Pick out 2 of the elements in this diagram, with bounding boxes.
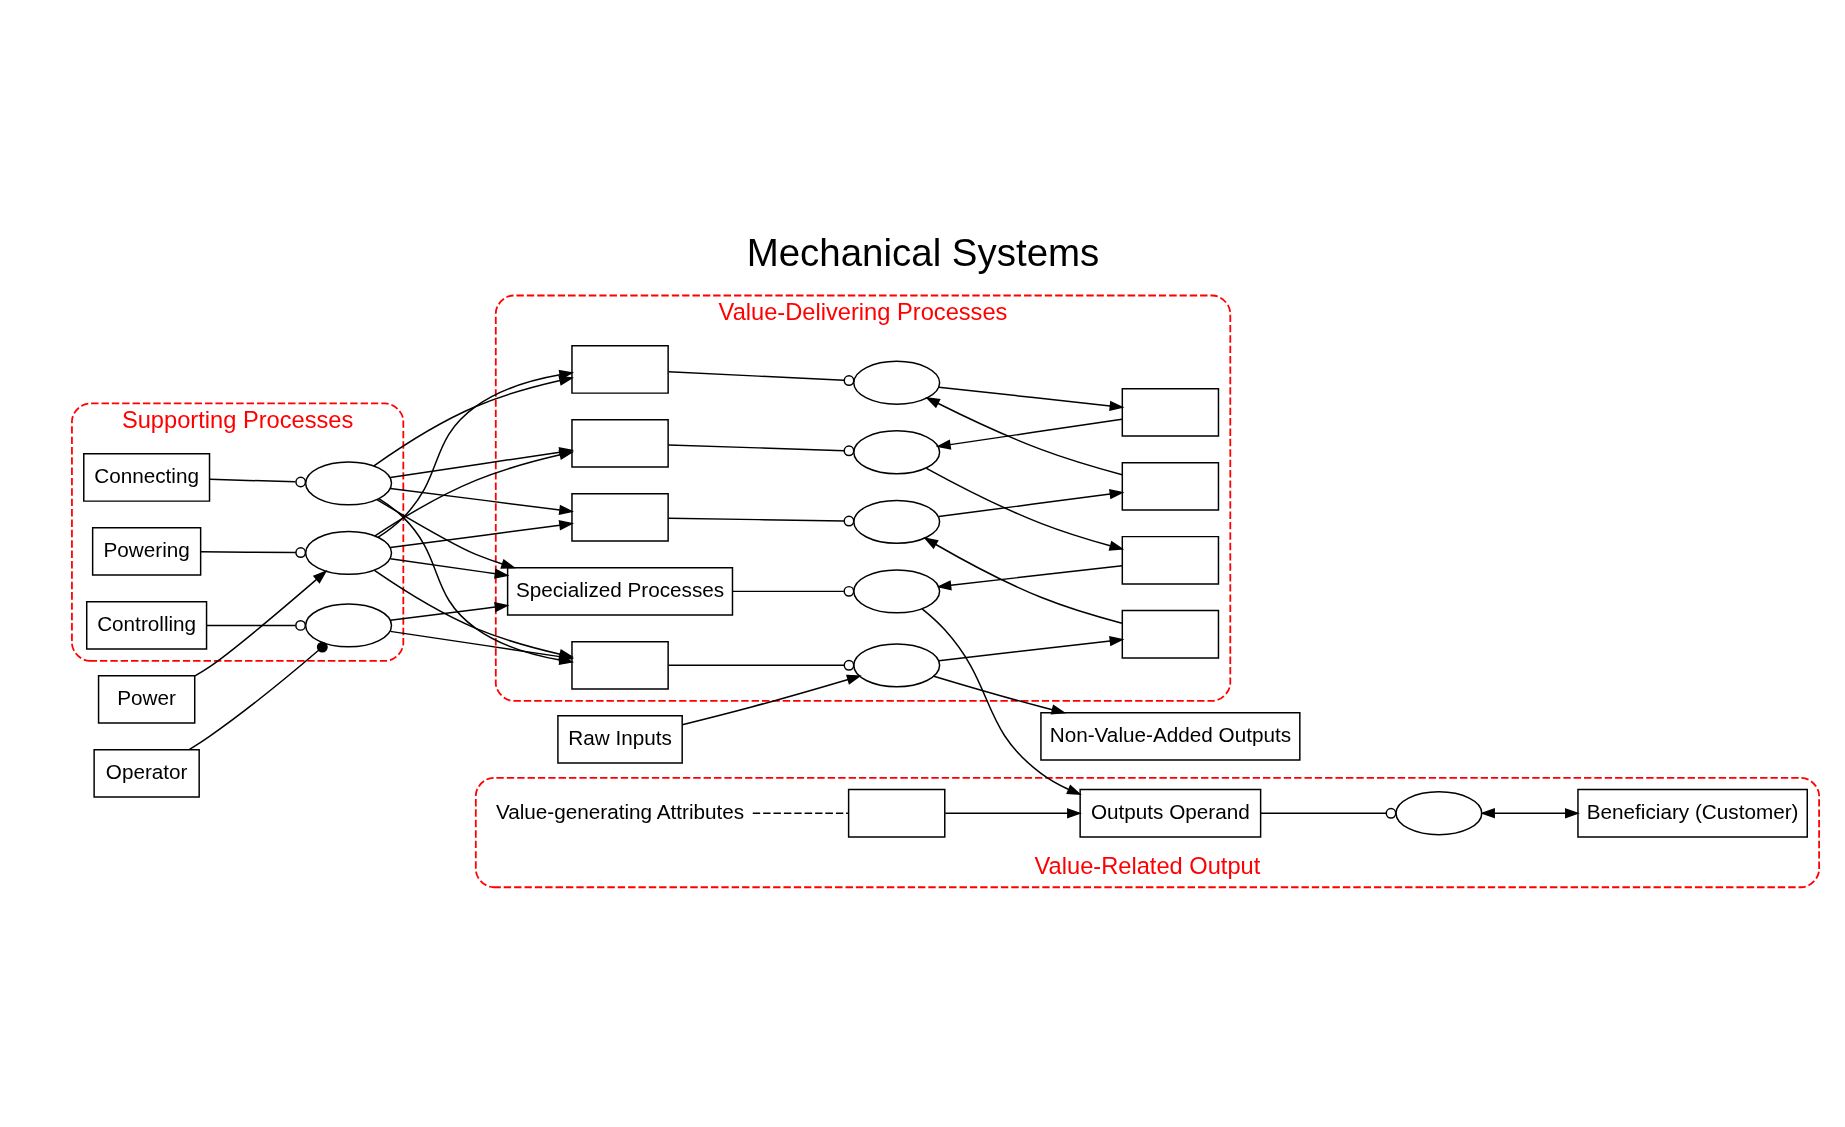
diagram-title: Mechanical Systems xyxy=(746,230,1099,274)
node-text: Value-generating Attributes xyxy=(495,799,744,823)
